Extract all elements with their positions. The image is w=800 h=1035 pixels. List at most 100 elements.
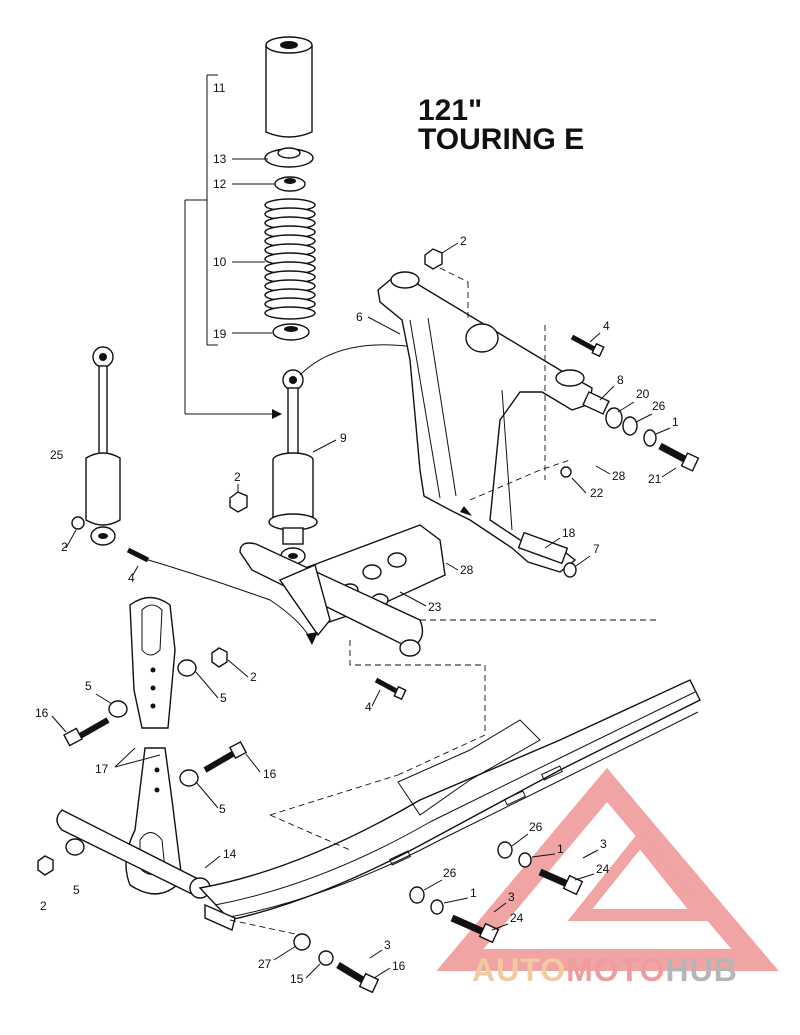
callout-leader-line (367, 316, 401, 335)
callout-number: 12 (213, 177, 227, 191)
washer-26c (409, 886, 425, 904)
callout-number: 2 (460, 234, 467, 248)
callout-leader-line (195, 671, 219, 699)
callout-leader-line (544, 537, 561, 549)
bolt-16a (63, 717, 110, 747)
callout-number: 4 (128, 571, 135, 585)
callout-leader-line (51, 715, 67, 733)
callout-number: 3 (600, 837, 607, 851)
washer-26 (622, 416, 638, 436)
callout-number: 27 (258, 957, 272, 971)
washer-7 (563, 562, 577, 578)
callout-leader-line (493, 902, 507, 913)
callout-leader-line (95, 693, 113, 705)
callout-leader-line (661, 467, 677, 478)
callout-leader-line (655, 427, 671, 435)
callout-leader-line (582, 849, 599, 859)
callout-number: 26 (652, 399, 666, 413)
callout-number: 3 (384, 938, 391, 952)
callout-number: 1 (470, 886, 477, 900)
washer-27 (293, 933, 311, 951)
watermark-part-1: AUTO (472, 952, 567, 988)
callout-number: 4 (365, 700, 372, 714)
callout-number: 5 (85, 679, 92, 693)
callout-leader-line (245, 753, 261, 773)
callout-number: 5 (73, 883, 80, 897)
front-shock-nut-icon (71, 516, 85, 530)
bolt-16c (336, 962, 380, 994)
callout-number: 13 (213, 152, 227, 166)
callout-leader-line (371, 689, 381, 707)
callout-leader-line (531, 853, 556, 858)
callout-leader-line (511, 833, 529, 847)
callout-number: 2 (40, 899, 47, 913)
callout-number: 2 (250, 670, 257, 684)
callout-number: 20 (636, 387, 650, 401)
callout-leader-line (305, 963, 321, 979)
callout-leader-line (195, 781, 219, 809)
callout-number: 6 (356, 310, 363, 324)
watermark-text: AUTOMOTOHUB (472, 952, 738, 989)
callout-number: 16 (35, 706, 49, 720)
callout-leader-line (599, 385, 615, 401)
rear-arm-lower-axle-18 (517, 531, 569, 565)
callout-number: 2 (234, 470, 241, 484)
watermark-logo-icon (436, 767, 779, 971)
washer-1c (430, 899, 444, 915)
callout-leader-line (65, 529, 77, 549)
nut-2e (37, 855, 54, 876)
callout-number: 2 (61, 540, 68, 554)
washer-5d (65, 838, 85, 856)
washer-20 (605, 407, 623, 429)
callout-number: 11 (213, 81, 226, 95)
callout-number: 1 (557, 842, 564, 856)
callout-number: 23 (428, 600, 442, 614)
nut-2-upper (424, 248, 443, 270)
spring-cup (272, 323, 310, 341)
grease-fitting-22 (560, 466, 572, 478)
callout-number: 1 (672, 415, 679, 429)
washer-5a (108, 700, 128, 718)
callout-number: 28 (460, 563, 474, 577)
callout-leader-line (227, 659, 249, 678)
callout-number: 5 (219, 802, 226, 816)
callout-leader-line (443, 897, 469, 904)
watermark-part-3: HUB (665, 952, 738, 988)
nut-2-mid (229, 491, 248, 513)
callout-number: 18 (562, 526, 576, 540)
callout-number: 16 (392, 959, 406, 973)
callout-leader-line (575, 555, 591, 567)
callout-leader-line (617, 401, 635, 413)
callout-number: 24 (510, 911, 524, 925)
callout-leader-line (423, 879, 443, 891)
nut-2c (211, 647, 228, 668)
spring-collar (274, 176, 306, 192)
callout-leader-line (571, 477, 587, 494)
spring-coil-turn (264, 306, 316, 320)
pivot-link-23 (239, 524, 446, 657)
slide-rail (198, 679, 701, 931)
callout-leader-line (441, 242, 459, 254)
bolt-21 (658, 442, 700, 472)
callout-number: 3 (508, 890, 515, 904)
washer-5c (179, 769, 199, 787)
watermark-part-2: MOTO (566, 952, 666, 988)
callout-number: 17 (95, 762, 109, 776)
callout-leader-line (445, 562, 459, 571)
callout-leader-line (369, 949, 383, 959)
callout-labels: 1113121019259222224446820261212822187282… (35, 81, 679, 986)
callout-number: 25 (50, 448, 64, 462)
callout-leader-line (589, 332, 601, 343)
callout-number: 4 (603, 319, 610, 333)
callout-number: 21 (648, 472, 662, 486)
callout-number: 10 (213, 255, 227, 269)
callout-leader-line (491, 923, 509, 931)
callout-number: 15 (290, 972, 304, 986)
callout-number: 26 (443, 866, 457, 880)
callout-number: 14 (223, 847, 237, 861)
callout-leader-line (399, 591, 427, 607)
callout-number: 19 (213, 327, 227, 341)
callout-number: 9 (340, 431, 347, 445)
diagram-title-line-1: 121" (418, 94, 483, 127)
